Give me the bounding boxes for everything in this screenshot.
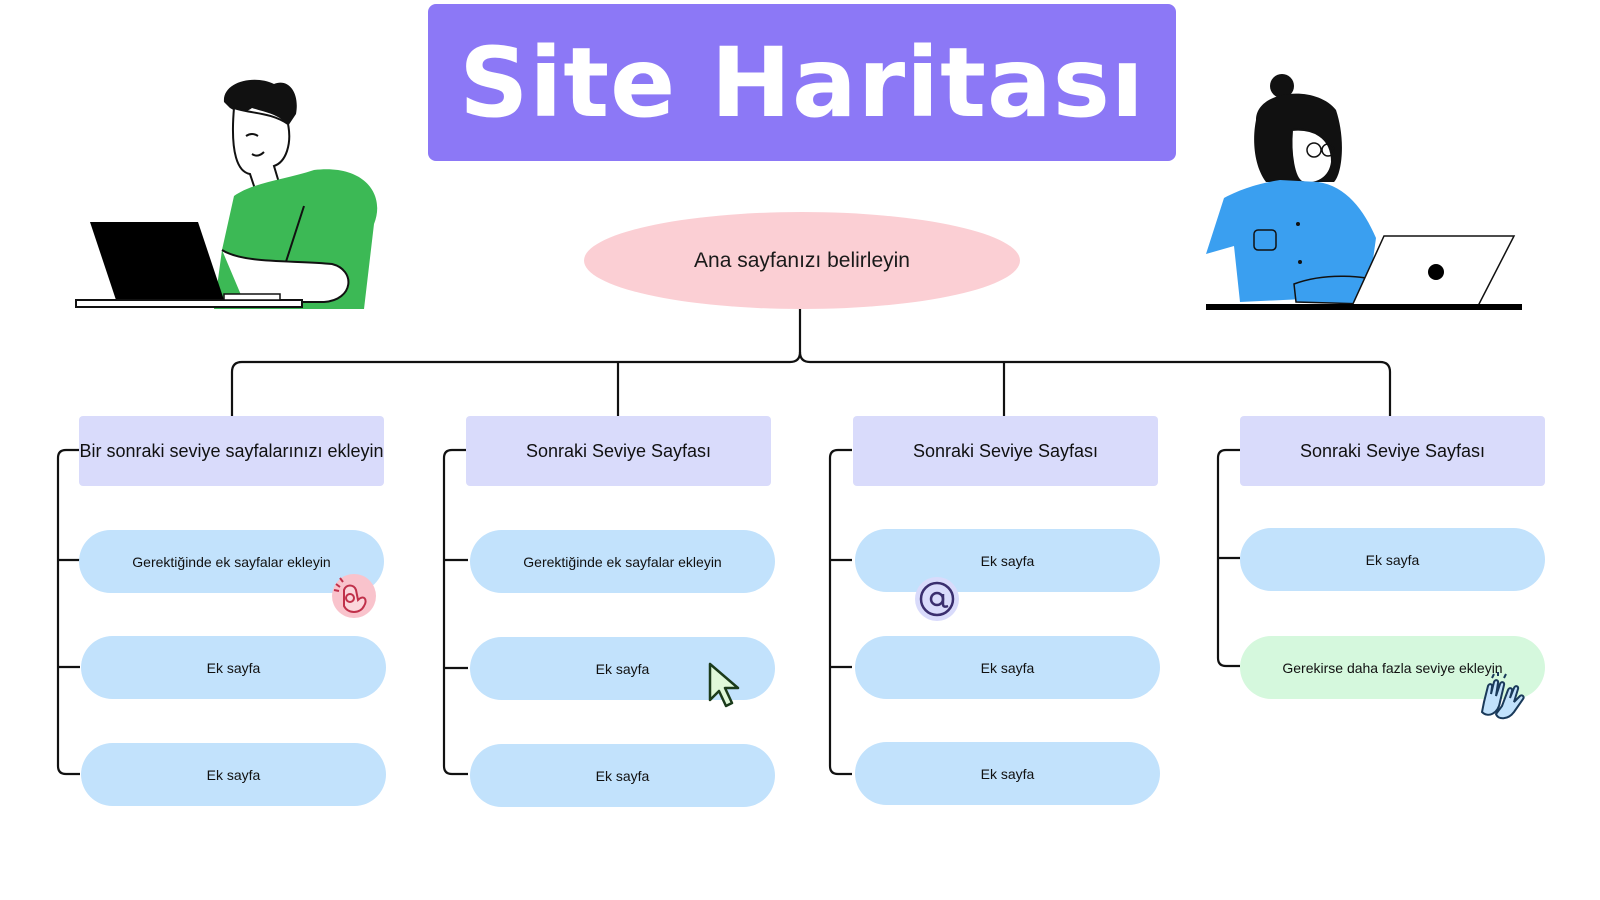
title-banner: Site Haritası xyxy=(428,4,1176,161)
man-with-laptop-illustration xyxy=(75,79,378,309)
sub-page-label: Ek sayfa xyxy=(206,766,261,783)
root-node-label: Ana sayfanızı belirleyin xyxy=(694,248,910,272)
sub-page-label: Ek sayfa xyxy=(595,660,650,677)
sub-page-item: Ek sayfa xyxy=(81,743,386,806)
sub-page-label: Gerekirse daha fazla seviye ekleyin xyxy=(1282,659,1503,676)
cursor-arrow-sticker-icon xyxy=(708,662,740,708)
sub-page-label: Ek sayfa xyxy=(206,659,261,676)
sub-page-item: Ek sayfa xyxy=(1240,528,1545,591)
at-sign-sticker-icon xyxy=(915,577,959,621)
level-page-4: Sonraki Seviye Sayfası xyxy=(1240,416,1545,486)
sub-page-label: Ek sayfa xyxy=(595,767,650,784)
level-page-1: Bir sonraki seviye sayfalarınızı ekleyin xyxy=(79,416,384,486)
sub-page-label: Ek sayfa xyxy=(980,659,1035,676)
ok-hand-sticker-icon xyxy=(332,574,376,618)
sub-page-label: Ek sayfa xyxy=(980,765,1035,782)
sub-page-item: Gerektiğinde ek sayfalar ekleyin xyxy=(79,530,384,593)
sub-page-item: Gerektiğinde ek sayfalar ekleyin xyxy=(470,530,775,593)
sub-page-label: Gerektiğinde ek sayfalar ekleyin xyxy=(132,553,331,570)
sub-page-item: Ek sayfa xyxy=(855,636,1160,699)
root-node: Ana sayfanızı belirleyin xyxy=(584,212,1020,309)
sub-page-label: Gerektiğinde ek sayfalar ekleyin xyxy=(523,553,722,570)
high-five-sticker-icon xyxy=(1480,672,1525,720)
level-page-label: Sonraki Seviye Sayfası xyxy=(1299,440,1486,461)
woman-with-laptop-illustration xyxy=(1206,74,1522,310)
sub-page-label: Ek sayfa xyxy=(1365,551,1420,568)
level-page-label: Sonraki Seviye Sayfası xyxy=(525,440,712,461)
sub-page-item: Ek sayfa xyxy=(470,744,775,807)
sub-page-item: Ek sayfa xyxy=(81,636,386,699)
sub-page-item: Ek sayfa xyxy=(855,529,1160,592)
sub-page-label: Ek sayfa xyxy=(980,552,1035,569)
page-title: Site Haritası xyxy=(459,26,1145,139)
level-page-2: Sonraki Seviye Sayfası xyxy=(466,416,771,486)
level-page-label: Bir sonraki seviye sayfalarınızı ekleyin xyxy=(79,440,384,461)
level-page-3: Sonraki Seviye Sayfası xyxy=(853,416,1158,486)
sub-page-item: Ek sayfa xyxy=(855,742,1160,805)
level-page-label: Sonraki Seviye Sayfası xyxy=(912,440,1099,461)
